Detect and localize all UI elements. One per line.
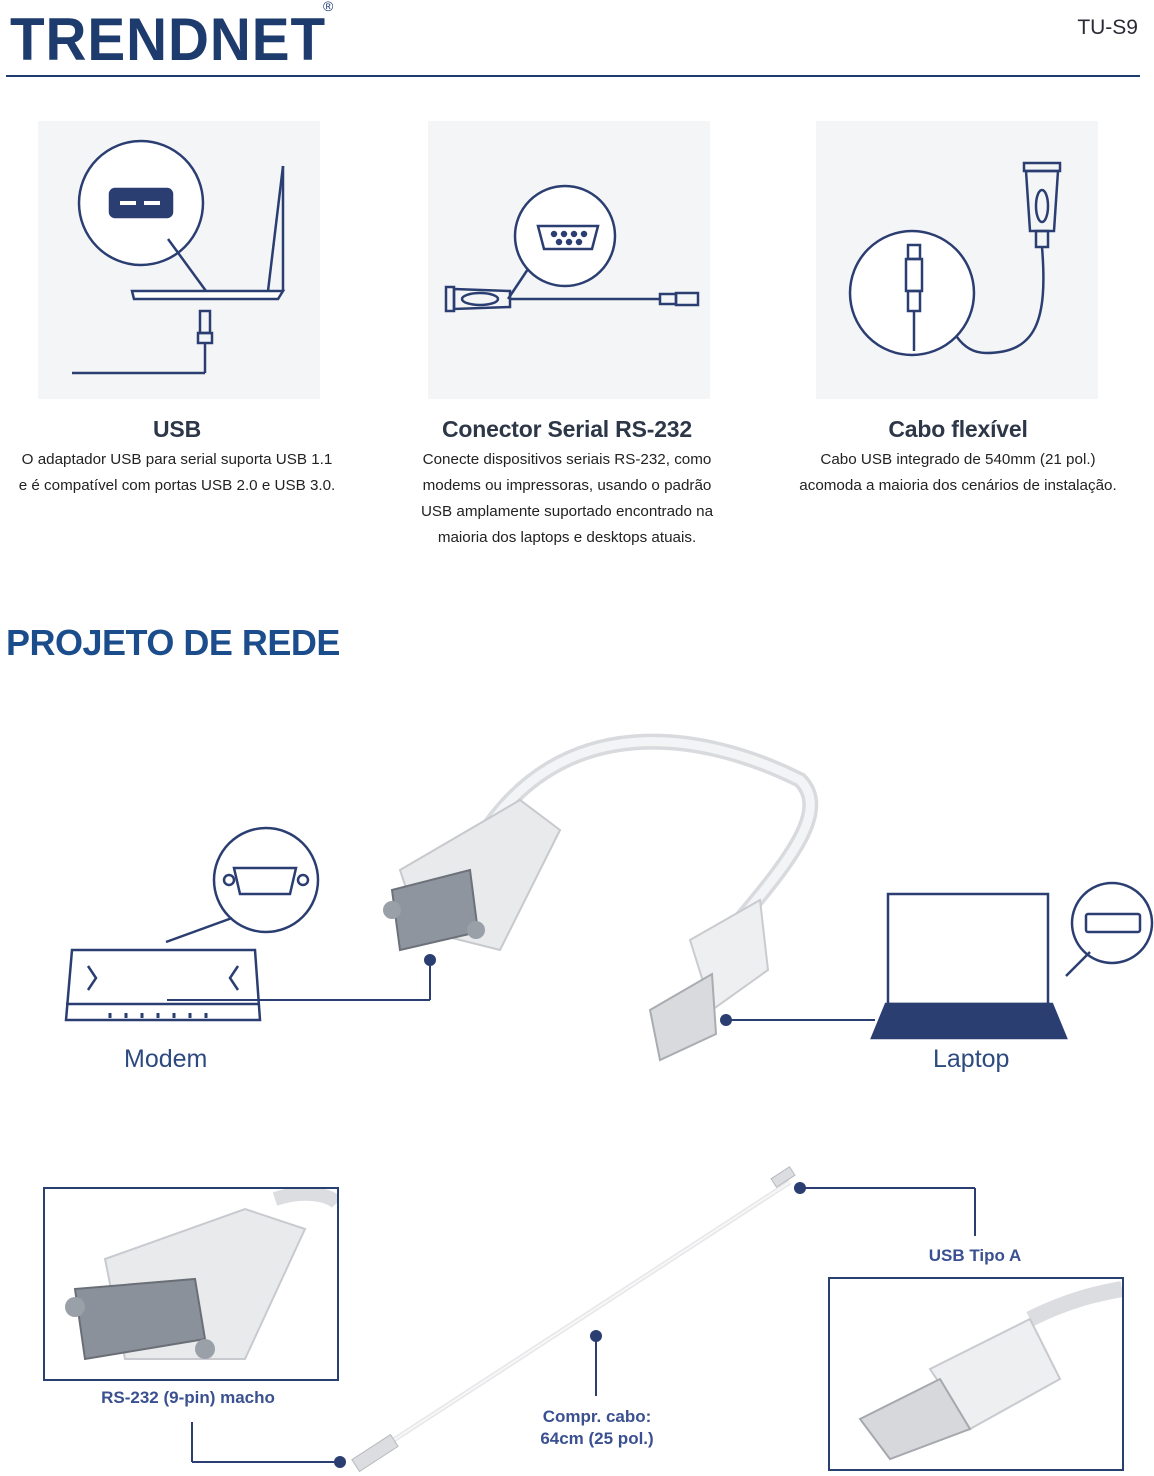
model-number: TU-S9 (1077, 16, 1138, 39)
cable-feature-text: Cabo flexível Cabo USB integrado de 540m… (778, 416, 1138, 499)
cable-feature-title: Cabo flexível (888, 416, 1028, 442)
rs232-feature-line-2: modems ou impressoras, usando o padrão (422, 477, 712, 494)
usb-type-a-photo (828, 1277, 1124, 1471)
laptop-icon (870, 881, 1154, 1040)
modem-icon (64, 826, 320, 1022)
rs232-feature-line-3: USB amplamente suportado encontrado na (420, 503, 714, 520)
usb-feature-illustration (38, 121, 320, 399)
svg-text:TRENDNET: TRENDNET (10, 8, 326, 66)
usb-type-a-callout: USB Tipo A (928, 1246, 1022, 1265)
rs232-connector-photo (43, 1186, 343, 1381)
laptop-label: Laptop (933, 1045, 1010, 1073)
network-design-title: PROJETO DE REDE (6, 622, 340, 663)
modem-link-line (167, 960, 431, 1001)
cable-feature-line-1: Cabo USB integrado de 540mm (21 pol.) (820, 451, 1096, 468)
usb-feature-text: USB O adaptador USB para serial suporta … (0, 416, 357, 499)
detail-callout-lines (191, 1166, 976, 1473)
cable-feature-line-2: acomoda a maioria dos cenários de instal… (799, 477, 1117, 494)
rs232-callout: RS-232 (9-pin) macho (101, 1388, 275, 1407)
rs232-feature-text: Conector Serial RS-232 Conecte dispositi… (387, 416, 747, 551)
rs232-feature-line-4: maioria dos laptops e desktops atuais. (437, 529, 697, 546)
modem-label: Modem (124, 1045, 208, 1073)
usb-feature-line-2: e é compatível com portas USB 2.0 e USB … (18, 477, 336, 494)
network-diagram (64, 733, 1154, 1062)
usb-feature-line-1: O adaptador USB para serial suporta USB … (21, 451, 333, 468)
usb-serial-cable-image (383, 733, 819, 1062)
usb-feature-title: USB (153, 416, 201, 442)
rs232-feature-line-1: Conecte dispositivos seriais RS-232, com… (422, 451, 712, 468)
rs232-feature-illustration (428, 121, 710, 399)
rs232-feature-title: Conector Serial RS-232 (442, 416, 692, 442)
cable-feature-illustration (816, 121, 1098, 399)
cable-length-line-1: Compr. cabo: (542, 1407, 652, 1426)
header-divider (6, 75, 1140, 77)
modem-link-dot (424, 954, 436, 966)
registered-mark: ® (323, 0, 334, 14)
trendnet-logo: TRENDNET (10, 8, 326, 66)
laptop-link-dot (720, 1014, 732, 1026)
cable-length-callout: Compr. cabo: 64cm (25 pol.) (497, 1406, 697, 1450)
cable-length-line-2: 64cm (25 pol.) (540, 1429, 654, 1448)
